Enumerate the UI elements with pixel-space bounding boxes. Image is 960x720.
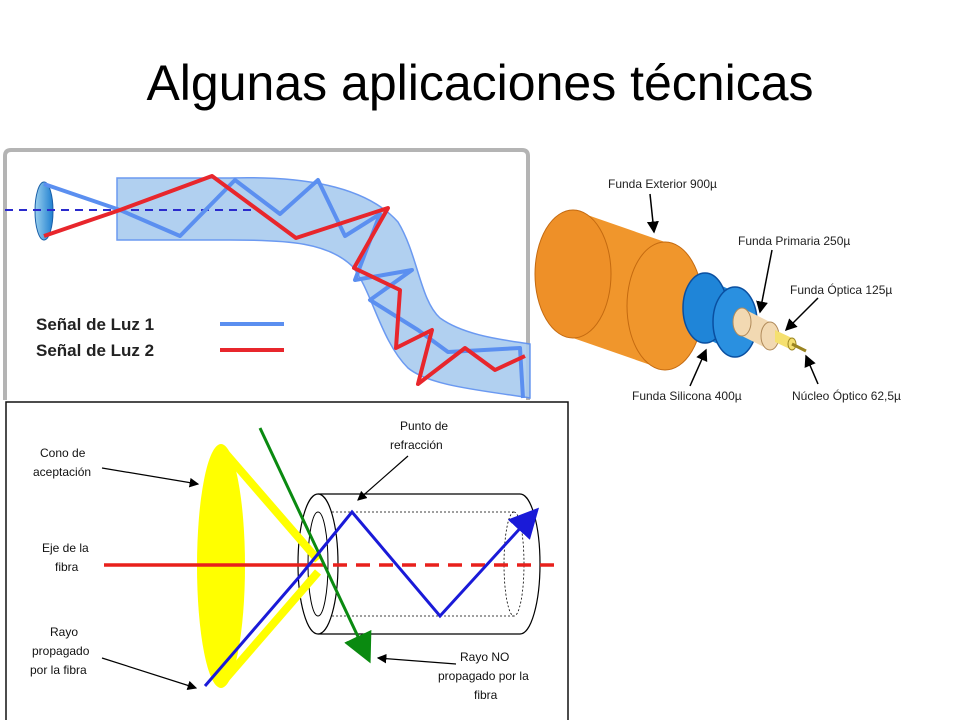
label-axis-2: fibra (55, 560, 79, 574)
signal-2-path (43, 174, 526, 386)
label-refraction-2: refracción (390, 438, 443, 452)
label-ray-2: propagado (32, 644, 90, 658)
slide-title: Algunas aplicaciones técnicas (146, 55, 814, 111)
ray-not-propagated (258, 427, 372, 664)
legend-label-1: Señal de Luz 1 (36, 315, 154, 334)
label-ray-3: por la fibra (30, 663, 87, 677)
label-no-ray-1: Rayo NO (460, 650, 509, 664)
label-cone-2: aceptación (33, 465, 91, 479)
label-primary-sheath: Funda Primaria 250µ (738, 234, 850, 248)
cable-diagram: Funda Exterior 900µ Funda Primaria 250µ … (534, 177, 901, 403)
label-ray-1: Rayo (50, 625, 78, 639)
legend-label-2: Señal de Luz 2 (36, 341, 154, 360)
label-refraction-1: Punto de (400, 419, 448, 433)
optical-core (791, 342, 807, 353)
label-outer-jacket: Funda Exterior 900µ (608, 177, 717, 191)
acceptance-cone-panel: Cono de aceptación Eje de la fibra Rayo … (5, 401, 569, 720)
ray-propagated (203, 507, 540, 687)
label-silicone: Funda Silicona 400µ (632, 389, 742, 403)
label-core: Núcleo Óptico 62,5µ (792, 388, 901, 403)
label-cone-1: Cono de (40, 446, 86, 460)
label-axis-1: Eje de la (42, 541, 89, 555)
label-optical-cladding: Funda Óptica 125µ (790, 282, 892, 297)
fiber-path-panel: Señal de Luz 1 Señal de Luz 2 (3, 148, 531, 400)
label-no-ray-2: propagado por la (438, 669, 529, 683)
signal-1-path (43, 178, 525, 399)
label-no-ray-3: fibra (474, 688, 498, 702)
